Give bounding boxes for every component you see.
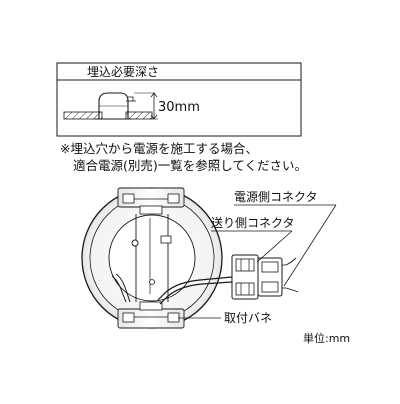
callout-mounting-spring: 取付バネ <box>178 311 272 325</box>
connectors <box>231 254 299 300</box>
note-line-2: 適合電源(別売)一覧を参照してください。 <box>73 158 307 173</box>
center-bracket <box>131 214 172 302</box>
mounting-spring-top <box>117 187 185 215</box>
depth-dimension: 30mm <box>134 92 200 120</box>
depth-dimension-label: 30mm <box>158 100 200 115</box>
mounting-spring-label: 取付バネ <box>224 311 272 325</box>
ceiling-cross-section <box>63 111 153 120</box>
feed-connector-label: 送り側コネクタ <box>211 215 295 230</box>
power-connector <box>257 257 299 297</box>
note-line-1: ※埋込穴から電源を施工する場合、 <box>60 141 258 156</box>
power-connector-label: 電源側コネクタ <box>234 190 318 204</box>
internal-wiring <box>111 273 233 305</box>
fixture-side-profile <box>95 92 136 120</box>
callout-feed-connector: 送り側コネクタ <box>211 215 295 263</box>
depth-box: 埋込必要深さ 30mm <box>56 62 302 137</box>
fixture-top-view <box>81 187 233 329</box>
callout-power-connector: 電源側コネクタ <box>234 190 337 287</box>
mounting-spring-bottom <box>117 301 185 329</box>
unit-label: 単位:mm <box>303 331 350 345</box>
depth-box-title: 埋込必要深さ <box>87 65 159 79</box>
feed-connector <box>231 254 259 300</box>
installation-note: ※埋込穴から電源を施工する場合、 適合電源(別売)一覧を参照してください。 <box>60 141 307 173</box>
